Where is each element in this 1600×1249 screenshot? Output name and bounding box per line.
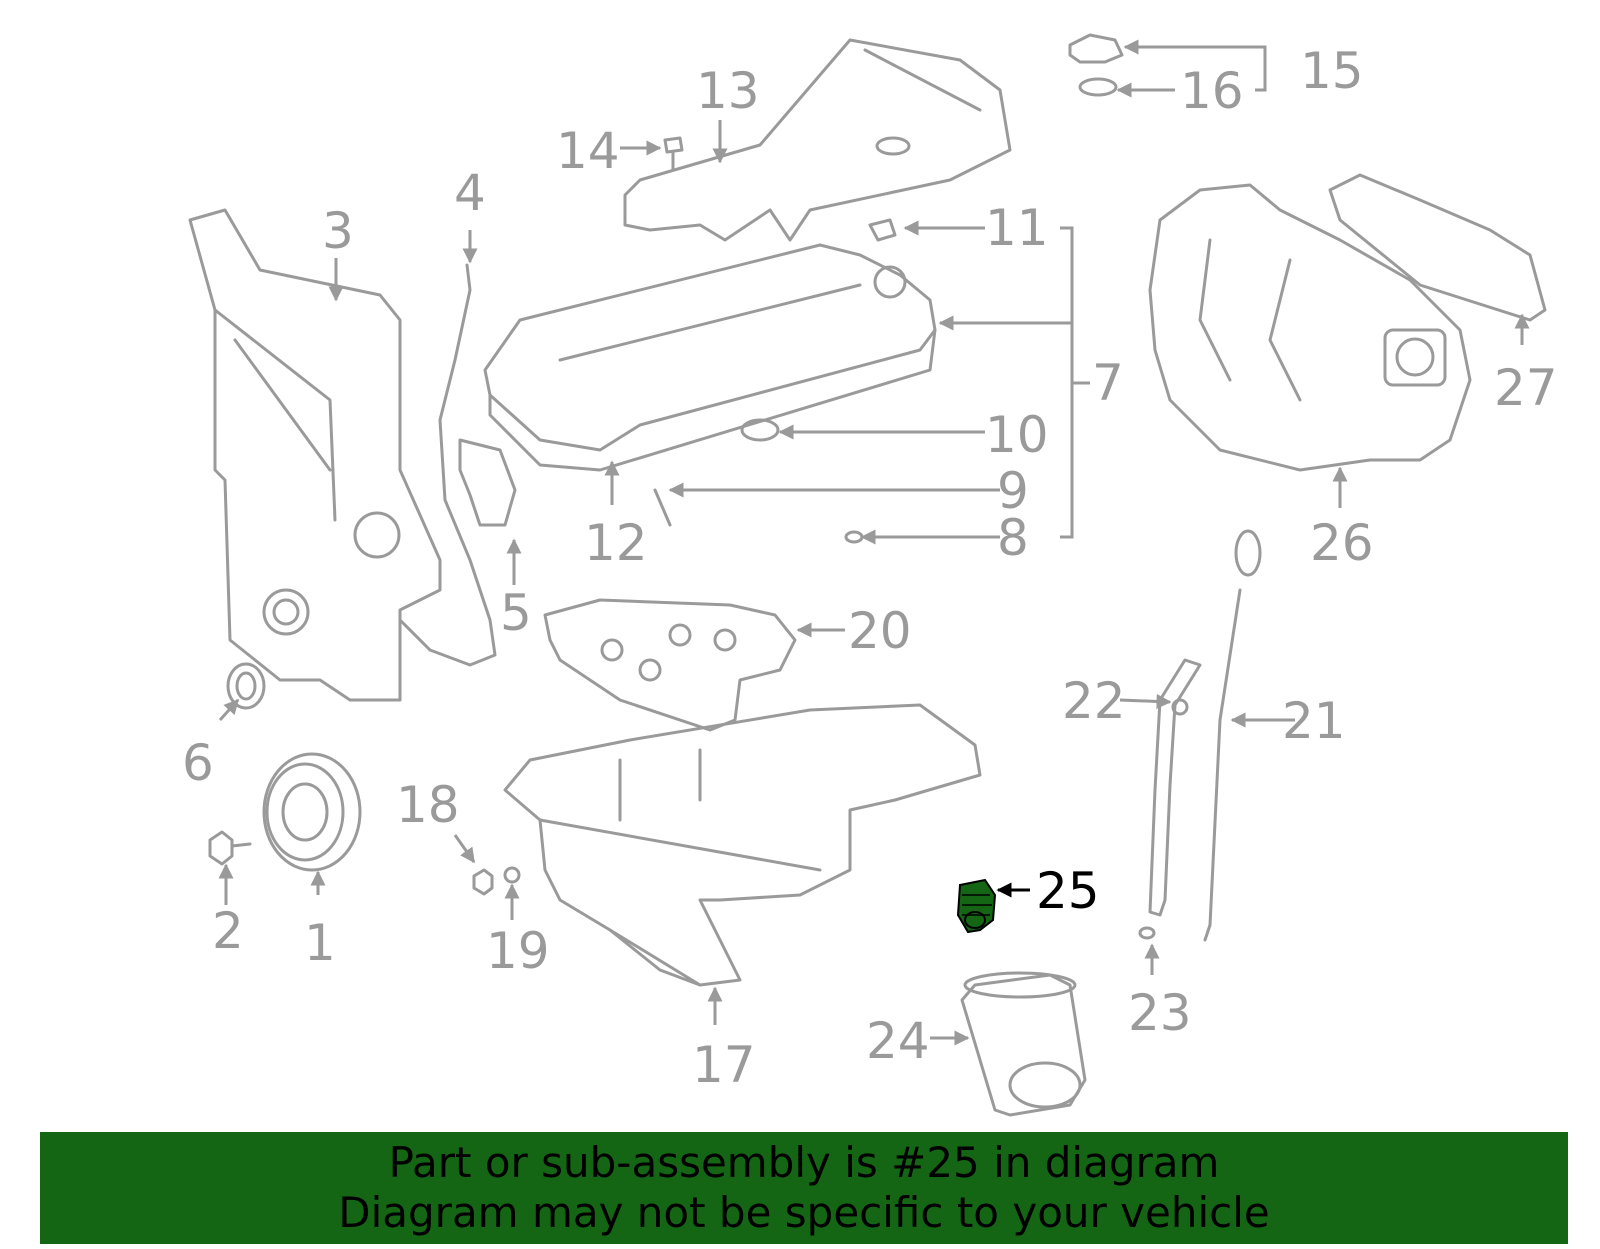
callout-17: 17 <box>692 1036 756 1094</box>
callout-9: 9 <box>997 462 1029 520</box>
banner-line-2: Diagram may not be specific to your vehi… <box>338 1188 1270 1237</box>
callout-21: 21 <box>1282 692 1346 750</box>
callout-13: 13 <box>696 62 760 120</box>
callout-10: 10 <box>985 406 1049 464</box>
callout-22: 22 <box>1062 672 1126 730</box>
o-ring-23 <box>1138 926 1156 940</box>
cap-gasket <box>1078 77 1118 97</box>
oil-pan <box>503 703 982 987</box>
callout-12: 12 <box>584 514 648 572</box>
highlighted-part-25 <box>956 878 997 934</box>
callout-25: 25 <box>1036 862 1100 920</box>
callout-19: 19 <box>486 922 550 980</box>
oil-filler-cap <box>740 418 780 442</box>
callout-4: 4 <box>454 164 486 222</box>
callout-16: 16 <box>1180 62 1244 120</box>
callout-14: 14 <box>556 122 620 180</box>
callout-26: 26 <box>1310 514 1374 572</box>
manifold-gasket <box>1328 173 1547 322</box>
water-pump-gasket <box>458 438 517 527</box>
callout-24: 24 <box>866 1012 930 1070</box>
leader-lines <box>218 39 1530 1046</box>
drain-gasket <box>503 866 521 884</box>
dipstick-guide <box>1148 658 1202 917</box>
callout-5: 5 <box>500 584 532 642</box>
engine-cover <box>623 38 1012 242</box>
dipstick <box>1203 588 1242 942</box>
stud-9 <box>653 488 672 527</box>
o-ring-8 <box>844 530 864 544</box>
head-cover-bolt <box>868 218 897 242</box>
cover-bolt <box>663 136 684 172</box>
baffle-plate <box>543 598 797 732</box>
callout-1: 1 <box>304 914 336 972</box>
info-banner: Part or sub-assembly is #25 in diagram D… <box>40 1132 1568 1244</box>
callout-3: 3 <box>322 202 354 260</box>
oil-filter <box>960 973 1087 1117</box>
callout-20: 20 <box>848 602 912 660</box>
callout-2: 2 <box>212 902 244 960</box>
callout-7: 7 <box>1092 354 1124 412</box>
callout-27: 27 <box>1494 359 1558 417</box>
callout-8: 8 <box>997 509 1029 567</box>
cover-gasket <box>398 263 497 667</box>
banner-line-1: Part or sub-assembly is #25 in diagram <box>388 1138 1220 1187</box>
cylinder-head-cover <box>483 243 937 452</box>
callout-18: 18 <box>396 776 460 834</box>
crank-pulley <box>262 752 362 872</box>
crank-seal <box>226 662 266 710</box>
callout-6: 6 <box>182 734 214 792</box>
filler-cap <box>1068 33 1124 64</box>
timing-cover <box>188 208 442 702</box>
callout-15: 15 <box>1300 42 1364 100</box>
pulley-bolt <box>208 830 252 866</box>
drain-plug <box>472 868 494 896</box>
callout-11: 11 <box>985 199 1049 257</box>
callout-23: 23 <box>1128 984 1192 1042</box>
intake-manifold <box>1148 183 1472 472</box>
